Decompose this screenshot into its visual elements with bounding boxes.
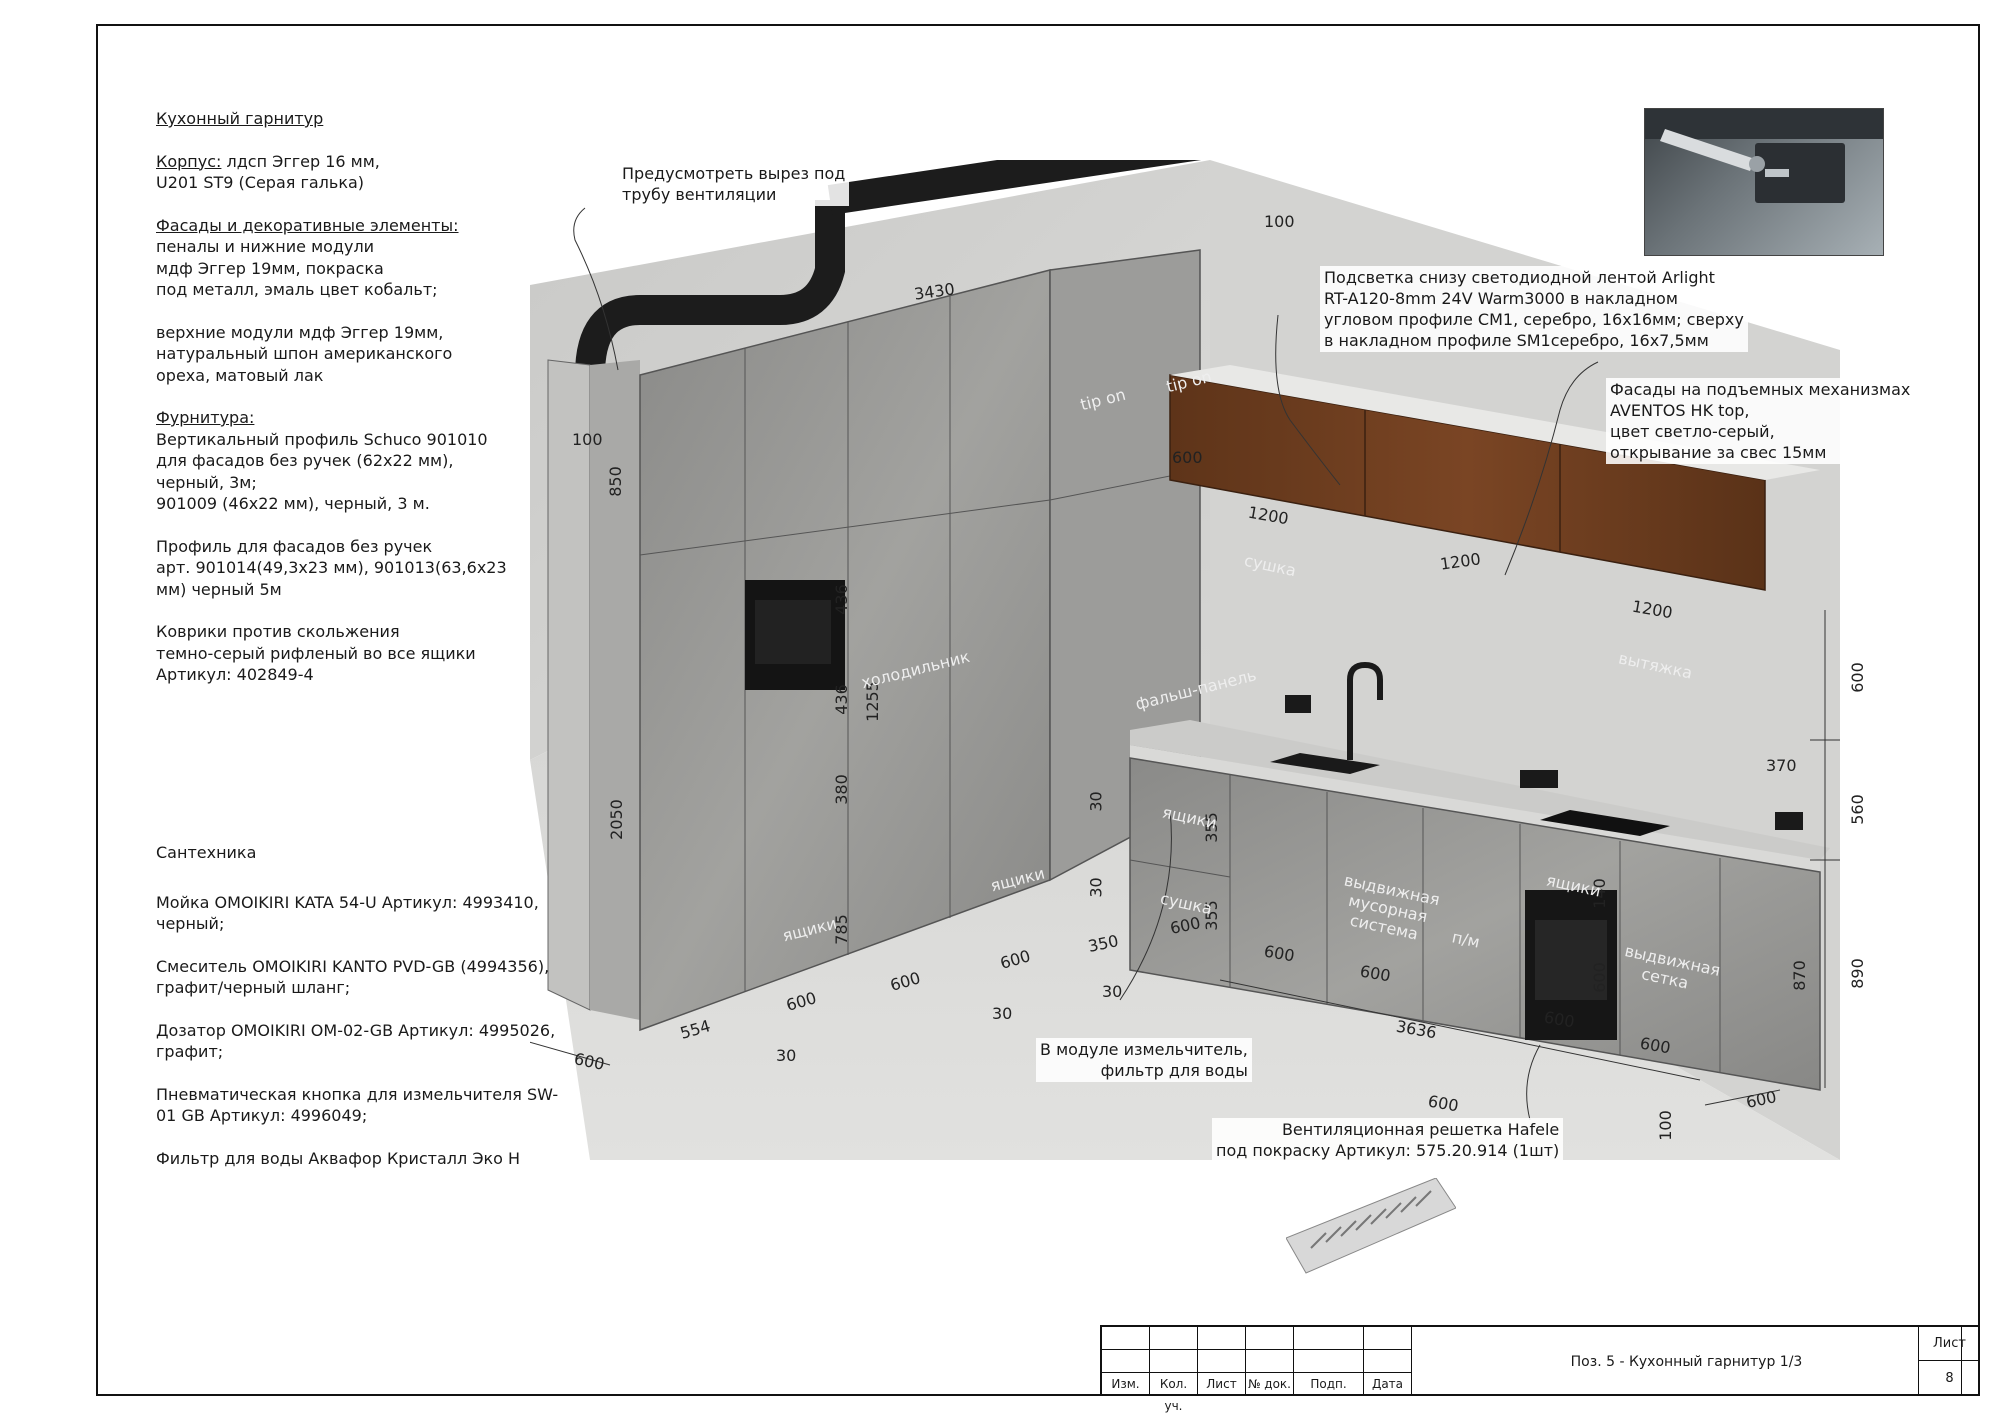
header-date: Дата [1364,1373,1412,1396]
dim-100-top: 100 [1264,212,1295,231]
sheet-label: Лист [1918,1327,1980,1361]
header-doc: № док. [1246,1373,1294,1396]
grinder-line: фильтр для воды [1100,1061,1248,1080]
vent-grille-image [1286,1178,1456,1274]
dim-380: 380 [831,774,851,805]
kitchen-render [530,160,1840,1160]
grinder-line: В модуле измельчитель, [1040,1040,1248,1059]
sheet-number: 8 [1918,1361,1980,1396]
filter-line: Фильтр для воды Аквафор Кристалл Эко Н [156,1148,521,1168]
mats-line: Коврики против скольжения [156,622,400,641]
facades-line: мдф Эггер 19мм, покраска [156,258,384,278]
dim-30-b: 30 [992,1004,1013,1023]
upper-line: ореха, матовый лак [156,365,324,385]
kitchen-notes: Кухонный гарнитур Корпус: лдсп Эггер 16 … [156,108,576,707]
dim-436-a: 436 [831,584,851,615]
dim-100-left: 100 [572,430,603,449]
hardware-line: 901009 (46х22 мм), черный, 3 м. [156,494,430,513]
body-text-1: лдсп Эггер 16 мм, [221,151,380,171]
facades-label: Фасады и декоративные элементы: [156,215,459,235]
hardware-line: для фасадов без ручек (62х22 мм), [156,451,454,470]
dim-600-right: 600 [1847,662,1867,693]
vent-callout: Предусмотреть вырез под трубу вентиляции [618,162,850,206]
plumbing-notes: Сантехника Мойка OMOIKIRI KATA 54-U Арти… [156,842,576,1190]
light-line: RT-A120-8mm 24V Warm3000 в накладном [1324,289,1678,308]
lift-line: AVENTOS HK top, [1610,401,1750,420]
hardware-label: Фурнитура: [156,408,255,427]
mats-line: темно-серый рифленый во все ящики [156,643,476,663]
dispenser-line: 4995026, графит; [156,1020,556,1062]
dim-30-d: 30 [1086,791,1106,812]
facades-line: пеналы и нижние модули [156,237,375,256]
header-izm: Изм. [1102,1373,1150,1396]
dim-436-b: 436 [831,684,851,715]
upper-line: натуральный шпон американского [156,344,453,363]
profile-line: Профиль для фасадов без ручек [156,536,433,556]
sheet-frame [96,24,1980,1396]
light-line: Подсветка снизу светодиодной лентой Arli… [1324,268,1715,287]
light-line: в накладном профиле SM1серебро, 16х7,5мм [1324,331,1709,350]
lift-line: Фасады на подъемных механизмах [1610,380,1911,399]
facades-line: под металл, эмаль цвет кобальт; [156,280,438,299]
hardware-line: Вертикальный профиль Schuco 901010 [156,429,488,449]
hardware-line: черный, 3м; [156,472,257,492]
lighting-callout: Подсветка снизу светодиодной лентой Arli… [1320,266,1748,352]
dim-890: 890 [1847,958,1867,989]
mats-line: Артикул: 402849-4 [156,665,314,684]
sink-line: Мойка OMOIKIRI KATA 54-U [156,892,377,912]
dim-370: 370 [1766,756,1797,775]
lift-line: открывание за свес 15мм [1610,443,1827,462]
lift-mechanism-photo [1644,108,1884,256]
notes-title: Кухонный гарнитур [156,109,324,128]
dim-30-e: 30 [1086,877,1106,898]
grille-line: под покраску Артикул: 575.20.914 (1шт) [1216,1141,1560,1160]
header-list: Лист [1198,1373,1246,1396]
body-text-2: U201 ST9 (Серая галька) [156,173,365,192]
sink-line: Артикул: 4993410, черный; [156,892,539,934]
lift-line: цвет светло-серый, [1610,422,1775,441]
body-label: Корпус: [156,151,222,171]
dim-30-c: 30 [1102,982,1123,1001]
dim-600-x: 600 [1589,962,1609,993]
revision-grid: Изм. Кол. уч. Лист № док. Подп. Дата [1102,1327,1412,1413]
dim-870: 870 [1789,960,1809,991]
title-block: Изм. Кол. уч. Лист № док. Подп. Дата Поз… [1100,1325,1980,1413]
grinder-callout: В модуле измельчитель, фильтр для воды [1036,1038,1252,1082]
upper-line: верхние модули мдф Эггер 19мм, [156,322,444,342]
dim-30-a: 30 [776,1046,797,1065]
vent-line: трубу вентиляции [622,185,777,204]
dim-850: 850 [605,466,625,497]
grille-line: Вентиляционная решетка Hafele [1281,1120,1560,1139]
vent-line: Предусмотреть вырез под [622,164,846,183]
faucet-line: Смеситель OMOIKIRI KANTO PVD-GB (4994356… [156,956,550,976]
dim-560: 560 [1847,794,1867,825]
button-line: Пневматическая кнопка для измельчителя [156,1084,522,1104]
header-kol: Кол. уч. [1150,1373,1198,1413]
profile-line: мм) черный 5м [156,579,282,599]
dispenser-line: Дозатор OMOIKIRI OM-02-GB Артикул: [156,1020,474,1040]
lift-callout: Фасады на подъемных механизмах AVENTOS H… [1606,378,1915,464]
profile-line: арт. 901014(49,3х23 мм), 901013(63,6х23 [156,558,507,577]
plumbing-title: Сантехника [156,843,257,862]
dim-600-top: 600 [1172,448,1203,467]
button-line: SW-01 GB Артикул: 4996049; [156,1084,559,1126]
faucet-line: графит/черный шланг; [156,978,351,997]
grille-callout: Вентиляционная решетка Hafele под покрас… [1212,1118,1564,1162]
header-sign: Подп. [1294,1373,1364,1396]
dim-2050: 2050 [606,799,626,840]
dim-100-bottom: 100 [1655,1110,1675,1141]
sheet-title: Поз. 5 - Кухонный гарнитур 1/3 [1412,1327,1962,1396]
light-line: угловом профиле CM1, серебро, 16х16мм; с… [1324,310,1744,329]
